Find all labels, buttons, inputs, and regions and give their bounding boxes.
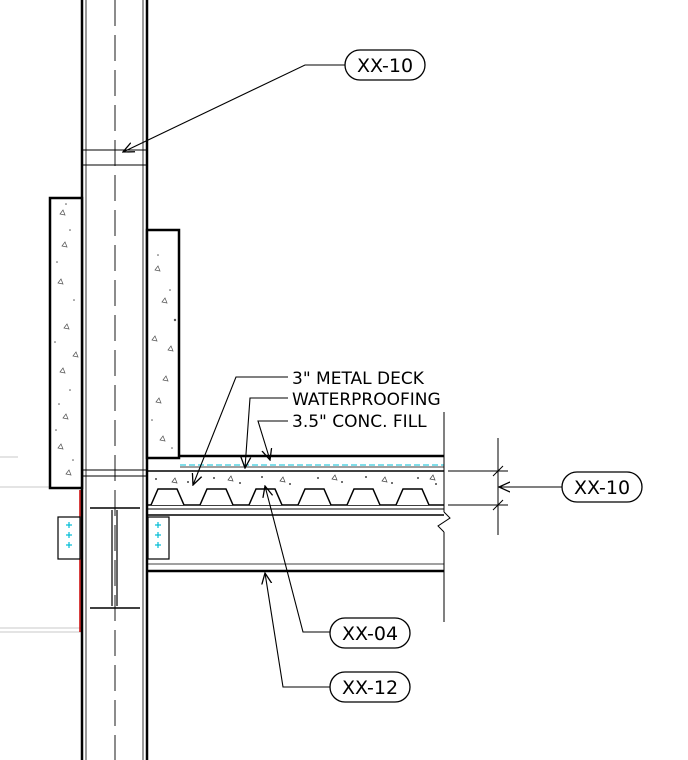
- slab-edge-break: [437, 412, 451, 622]
- right-concrete-panel: [145, 228, 181, 460]
- metal-deck-profile: [150, 488, 430, 506]
- note-metal-deck: 3" METAL DECK: [292, 369, 425, 389]
- slab: [147, 412, 451, 622]
- note-waterproofing: WATERPROOFING: [292, 390, 441, 410]
- reference-tag-deck[interactable]: XX-04: [329, 617, 411, 649]
- slab-dimension: [448, 438, 508, 535]
- beam: [147, 514, 444, 573]
- reference-tag-column[interactable]: XX-10: [344, 49, 426, 81]
- tag-deck-label: XX-04: [342, 623, 398, 645]
- leader-beam-tag: [265, 573, 330, 688]
- connection-plates: [57, 507, 170, 609]
- reference-tag-slab[interactable]: XX-10: [561, 471, 643, 503]
- tag-beam-label: XX-12: [342, 677, 398, 699]
- note-labels: 3" METAL DECK WATERPROOFING 3.5" CONC. F…: [292, 369, 441, 432]
- leader-column-tag: [123, 64, 345, 152]
- note-conc-fill: 3.5" CONC. FILL: [292, 412, 427, 432]
- reference-tag-beam[interactable]: XX-12: [329, 671, 411, 703]
- leader-deck-tag: [265, 486, 330, 633]
- leader-waterproofing: [245, 397, 288, 468]
- leader-conc-fill: [257, 420, 288, 460]
- column: [80, 0, 149, 760]
- leaders: [123, 64, 562, 688]
- tag-column-label: XX-10: [357, 55, 413, 77]
- left-concrete-panel: [48, 196, 84, 490]
- leader-metal-deck: [193, 376, 288, 485]
- tag-slab-label: XX-10: [574, 477, 630, 499]
